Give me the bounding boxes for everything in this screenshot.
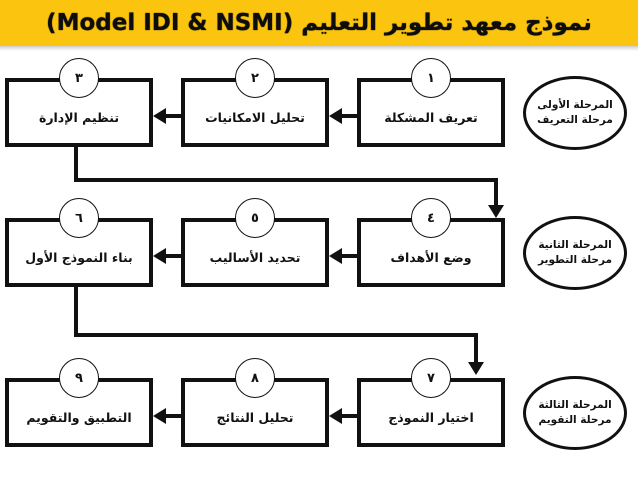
step-number-2: ٢: [235, 58, 275, 98]
arrow-head-1-to-2-icon: [329, 108, 342, 124]
process-box-9-label: التطبيق والتقويم: [26, 410, 132, 426]
process-box-4-label: وضع الأهداف: [390, 250, 472, 266]
arrow-head-2-to-3-icon: [153, 108, 166, 124]
stage-2-line-1: المرحلة الثانية: [538, 238, 612, 251]
connector-6-to-7-across: [74, 333, 478, 337]
step-number-9: ٩: [59, 358, 99, 398]
stage-1-line-1: المرحلة الأولى: [537, 98, 613, 111]
title-banner: نموذج معهد تطوير التعليم (Model IDI & NS…: [0, 0, 638, 46]
process-box-1-label: تعريف المشكلة: [384, 110, 478, 126]
connector-3-to-4-down: [74, 145, 78, 182]
arrow-head-7-to-8-icon: [329, 408, 342, 424]
arrow-head-4-to-5-icon: [329, 248, 342, 264]
connector-5-to-6: [166, 254, 184, 258]
step-number-5: ٥: [235, 198, 275, 238]
connector-1-to-2: [342, 114, 360, 118]
arrow-head-6-to-7-icon: [468, 362, 484, 375]
step-number-1: ١: [411, 58, 451, 98]
step-number-7: ٧: [411, 358, 451, 398]
connector-3-to-4-drop: [494, 178, 498, 208]
arrow-head-5-to-6-icon: [153, 248, 166, 264]
stage-oval-3[interactable]: المرحلة الثالثة مرحلة التقويم: [523, 376, 627, 450]
stage-3-line-1: المرحلة الثالثة: [538, 398, 612, 411]
process-box-5-label: تحديد الأساليب: [209, 250, 301, 266]
stage-1-line-2: مرحلة التعريف: [537, 114, 613, 126]
step-number-4: ٤: [411, 198, 451, 238]
process-box-7-label: اختيار النموذج: [388, 410, 474, 426]
process-box-2-label: تحليل الامكانيات: [205, 110, 305, 126]
stage-3-line-2: مرحلة التقويم: [538, 414, 612, 426]
banner-shadow: [0, 46, 638, 51]
process-box-8-label: تحليل النتائج: [216, 410, 294, 426]
arrow-head-8-to-9-icon: [153, 408, 166, 424]
step-number-6: ٦: [59, 198, 99, 238]
stage-2-line-2: مرحلة التطوير: [537, 254, 613, 266]
connector-6-to-7-down: [74, 285, 78, 337]
connector-6-to-7-drop: [474, 333, 478, 365]
stage-oval-1[interactable]: المرحلة الأولى مرحلة التعريف: [523, 76, 627, 150]
step-number-3: ٣: [59, 58, 99, 98]
process-box-2[interactable]: تحليل الامكانيات: [181, 78, 329, 147]
arrow-head-3-to-4-icon: [488, 205, 504, 218]
page-title: نموذج معهد تطوير التعليم (Model IDI & NS…: [46, 10, 592, 36]
connector-8-to-9: [166, 414, 184, 418]
connector-3-to-4-across: [74, 178, 498, 182]
step-number-8: ٨: [235, 358, 275, 398]
process-box-6-label: بناء النموذج الأول: [25, 250, 133, 266]
stage-oval-2[interactable]: المرحلة الثانية مرحلة التطوير: [523, 216, 627, 290]
connector-4-to-5: [342, 254, 360, 258]
connector-7-to-8: [342, 414, 360, 418]
connector-2-to-3: [166, 114, 184, 118]
process-box-3-label: تنظيم الإدارة: [38, 110, 120, 126]
